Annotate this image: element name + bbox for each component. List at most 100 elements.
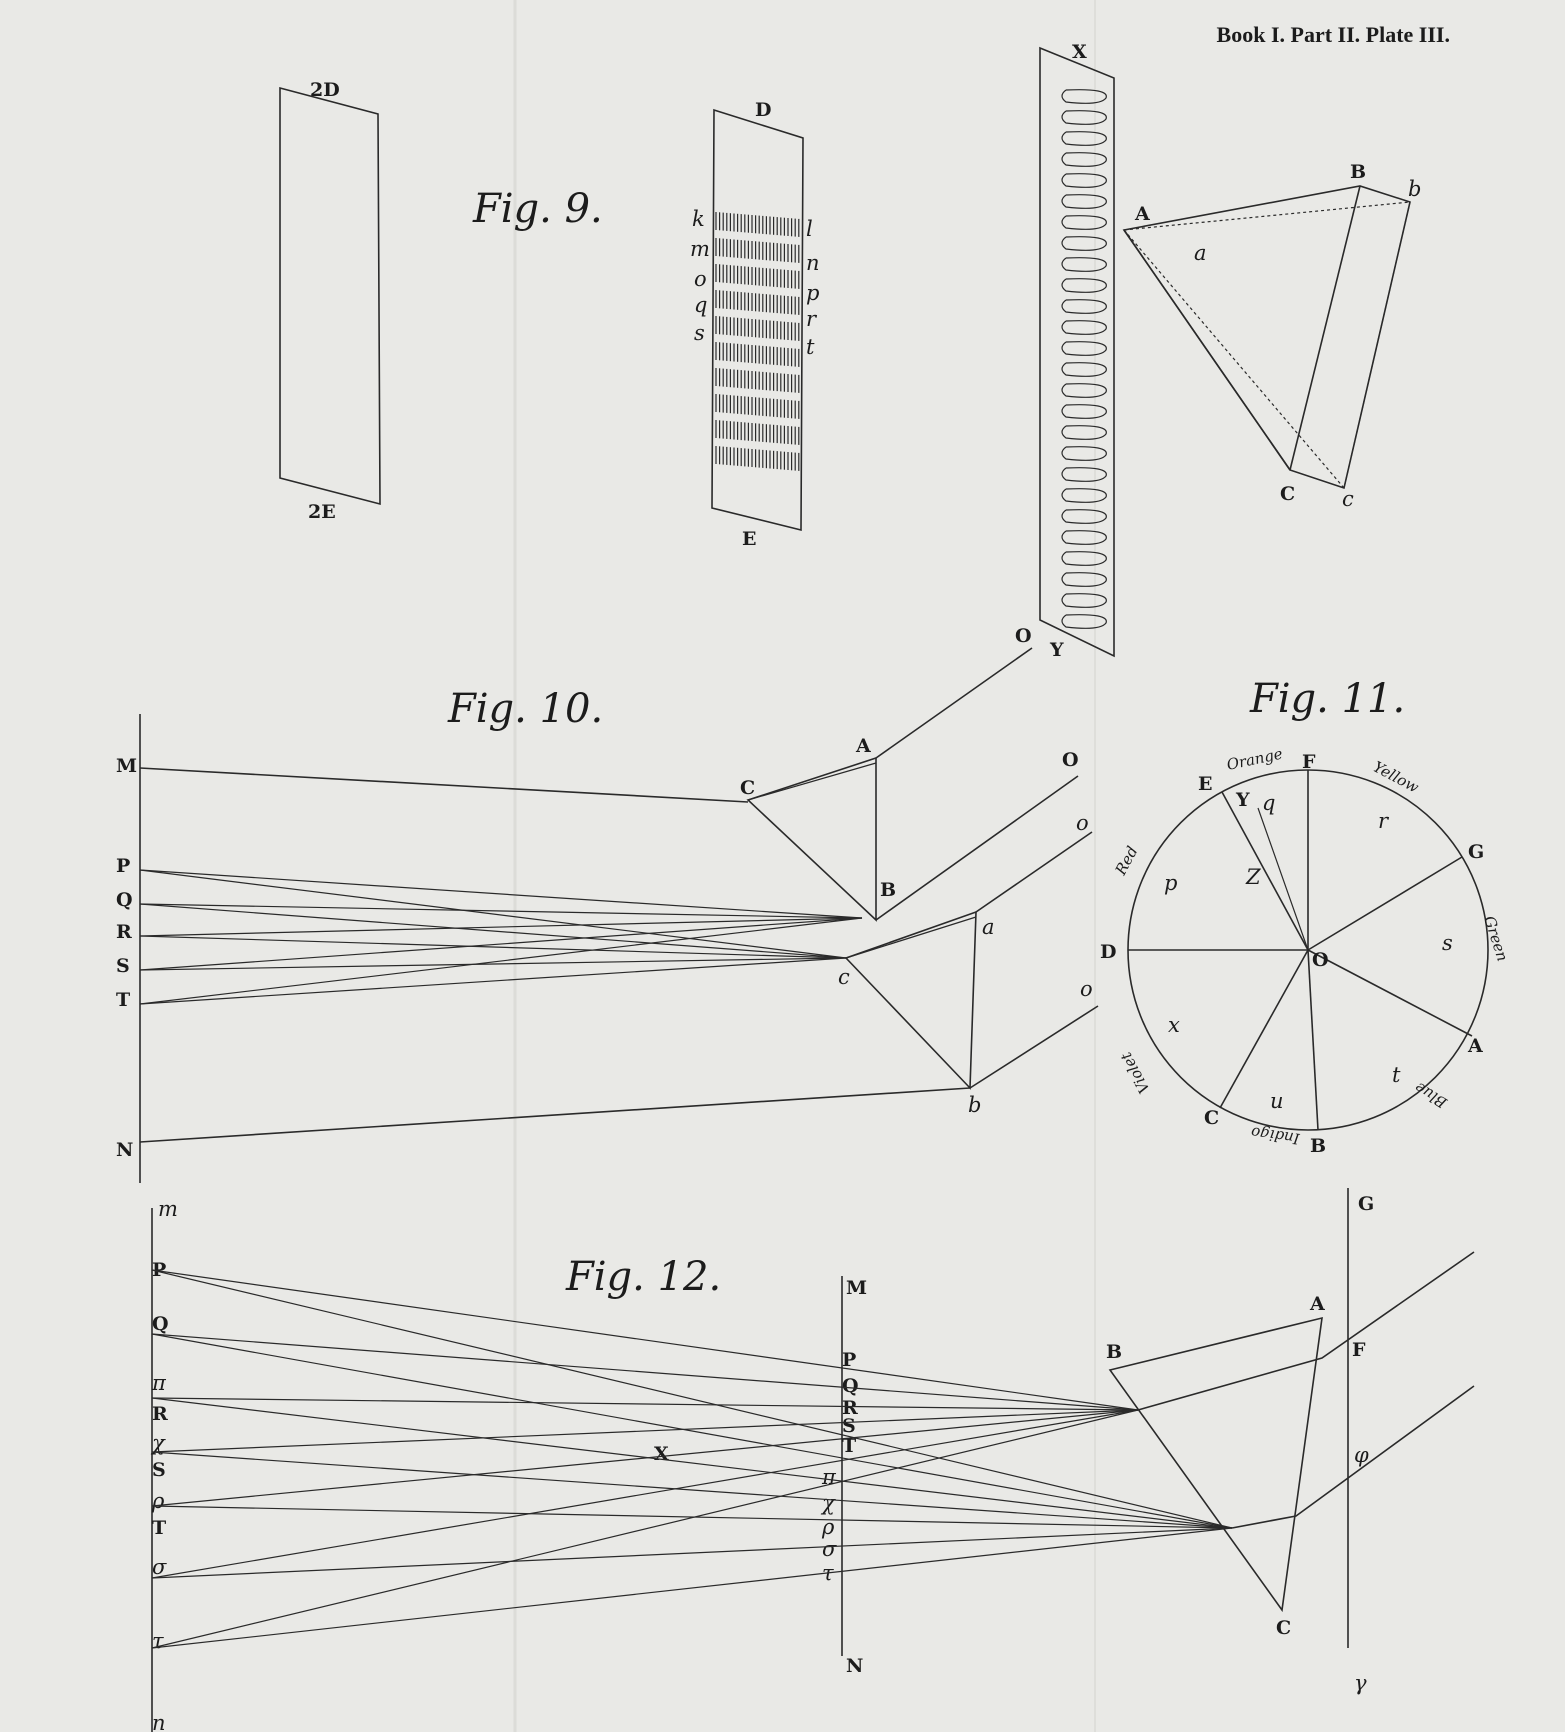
label-n: n	[806, 251, 820, 275]
label-b: B	[880, 879, 896, 901]
label-q: Q	[116, 889, 133, 911]
prism-edge	[1289, 185, 1361, 471]
loop	[1061, 488, 1107, 503]
label-mid-pi: π	[821, 1465, 837, 1489]
label-orange: Orange	[1225, 745, 1284, 774]
ray	[151, 1397, 1139, 1411]
plate-header: Book I. Part II. Plate III.	[1217, 22, 1450, 47]
loop	[1061, 593, 1107, 608]
label-mid-r: R	[842, 1397, 858, 1419]
label-tau: τ	[152, 1629, 164, 1653]
ray	[151, 1409, 1139, 1649]
label-o: o	[694, 267, 707, 291]
label-y: Y	[1235, 789, 1250, 811]
ray	[139, 869, 847, 959]
label-t: T	[152, 1517, 166, 1539]
label-s-arc: s	[1442, 931, 1453, 955]
label-prism-c: C	[1276, 1617, 1291, 1639]
label-pi: π	[151, 1371, 167, 1395]
loop	[1061, 425, 1107, 440]
label-c-small: c	[838, 965, 850, 989]
label-prism-b-small: b	[1408, 177, 1421, 201]
ray	[151, 1505, 1233, 1529]
ray	[139, 903, 847, 959]
loop	[1061, 236, 1107, 251]
ray-out-upper	[1137, 1251, 1475, 1411]
ray	[151, 1527, 1233, 1579]
label-r: R	[116, 921, 132, 943]
label-d: D	[1100, 941, 1116, 963]
label-q-arc: q	[1262, 791, 1275, 815]
label-f: F	[1352, 1339, 1366, 1361]
label-t-arc: t	[1392, 1063, 1401, 1087]
label-prism-a: A	[1134, 203, 1150, 225]
fig-12: Fig. 12. m P Q π R χ S ρ T σ τ n M P Q R…	[150, 1188, 1475, 1732]
label-z: Z	[1245, 865, 1261, 889]
label-mid-rho: ρ	[821, 1515, 835, 1539]
loop	[1061, 89, 1107, 104]
label-mid-n: N	[846, 1655, 863, 1677]
label-r: r	[806, 307, 818, 331]
loop	[1061, 278, 1107, 293]
label-red: Red	[1111, 843, 1141, 879]
label-x-cross: X	[654, 1443, 669, 1465]
label-prism-b: B	[1350, 161, 1366, 183]
radius-a	[1307, 949, 1473, 1037]
label-2e: 2E	[308, 501, 336, 523]
label-k: k	[692, 207, 705, 231]
loop	[1061, 362, 1107, 377]
fig-10: Fig. 10. M P Q R S T N A B C a b c O o o	[116, 647, 1099, 1183]
label-x-arc: x	[1168, 1013, 1180, 1037]
ray	[151, 1451, 1233, 1529]
label-e: E	[1198, 773, 1212, 795]
label-b: B	[1310, 1135, 1326, 1157]
label-c: C	[740, 777, 755, 799]
prism-hidden-edge	[1123, 201, 1411, 231]
prism-edge	[1123, 229, 1291, 471]
label-rho: ρ	[151, 1489, 165, 1513]
label-q: q	[694, 293, 707, 317]
loop	[1061, 131, 1107, 146]
label-p: P	[152, 1259, 166, 1281]
label-mid-p: P	[842, 1349, 856, 1371]
loop	[1061, 152, 1107, 167]
loop	[1061, 614, 1107, 629]
fig-9-title: Fig. 9.	[472, 186, 603, 232]
prism-abc-small	[844, 910, 977, 1090]
label-violet: Violet	[1116, 1048, 1153, 1096]
label-d: D	[755, 99, 771, 121]
ray	[139, 957, 847, 971]
ray	[139, 917, 863, 937]
label-a: A	[1467, 1035, 1483, 1057]
label-e: E	[742, 528, 756, 550]
loop	[1061, 404, 1107, 419]
label-o: O	[1312, 949, 1329, 971]
label-mid-chi: χ	[820, 1491, 836, 1515]
loop	[1061, 257, 1107, 272]
label-o1: O	[1062, 749, 1079, 771]
prism-abc-fig12	[1108, 1316, 1323, 1613]
strip-d-e	[711, 108, 804, 532]
label-phi: φ	[1354, 1443, 1369, 1467]
label-prism-c: C	[1280, 483, 1295, 505]
label-green: Green	[1480, 914, 1512, 964]
label-m: M	[116, 755, 137, 777]
label-f: F	[1302, 751, 1316, 773]
label-n-small: n	[152, 1711, 166, 1732]
label-prism-c-small: c	[1342, 487, 1354, 511]
label-t: t	[806, 335, 815, 359]
ray	[139, 957, 847, 1005]
ray-out-o2	[875, 775, 1079, 921]
prism-3d	[1122, 185, 1411, 490]
ray-out-o3	[975, 831, 1093, 913]
loop	[1061, 341, 1107, 356]
prism-edge	[747, 762, 877, 801]
label-m-small: m	[158, 1197, 178, 1221]
label-prism-a: A	[1309, 1293, 1325, 1315]
loop	[1061, 467, 1107, 482]
label-r-arc: r	[1378, 809, 1390, 833]
radius-e	[1221, 791, 1309, 951]
label-chi: χ	[150, 1431, 166, 1455]
strip-2d-2e	[279, 86, 381, 506]
